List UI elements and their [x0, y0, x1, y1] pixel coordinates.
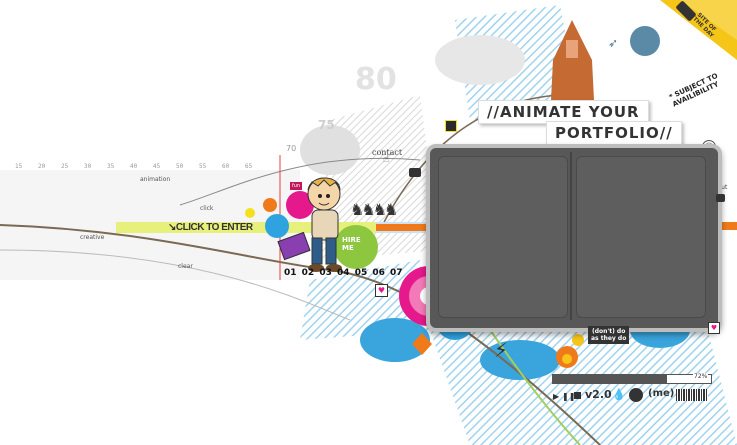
timeline-tick: 65 [245, 163, 253, 170]
quote-line2: as they do [591, 335, 627, 342]
play-button[interactable]: ▶ [553, 392, 560, 401]
horses-icon: ♞♞♞♞ [350, 200, 398, 219]
enter-label: CLICK TO ENTER [175, 222, 253, 233]
camera-icon [409, 168, 421, 177]
panel-left-page [438, 156, 568, 318]
label-creative: creative [80, 234, 105, 241]
bg-number-mid: 75 [318, 118, 335, 132]
quote-line1: (don't) do [591, 328, 626, 335]
curve-line-2 [379, 94, 561, 231]
portfolio-panel[interactable] [426, 144, 722, 332]
hire-me-button[interactable]: HIRE ME [342, 236, 361, 252]
timeline-tick: 50 [176, 163, 184, 170]
headline-line2: PORTFOLIO// [546, 121, 682, 145]
pause-button[interactable]: ❚❚ [562, 392, 576, 401]
camera-icon [716, 194, 725, 202]
bird-icon: ➶ [608, 36, 619, 50]
page-number-03[interactable]: 03 [319, 268, 332, 278]
curve-line-3 [179, 157, 421, 206]
version-label: v2.0 [585, 388, 612, 401]
flame-core [562, 354, 572, 364]
orange-diamond [412, 333, 432, 355]
panel-spine [570, 152, 572, 320]
character-illustration [300, 172, 352, 276]
grey-splat-2 [300, 125, 360, 175]
badge-inner [680, 0, 737, 40]
timeline-tick: 20 [38, 163, 46, 170]
flame-small [572, 334, 584, 346]
page-number-07[interactable]: 07 [390, 268, 403, 278]
settings-icon[interactable] [629, 388, 643, 402]
timeline-tick: 35 [107, 163, 115, 170]
heart-icon[interactable]: ♥ [375, 284, 388, 297]
enter-bar-orange [376, 224, 436, 231]
orange-bubble [263, 198, 277, 212]
label-click: click [200, 205, 214, 212]
pink-bubble [286, 191, 314, 219]
hand-pointer-icon: ☝ [383, 154, 390, 165]
bg-number-small: 70 [286, 144, 297, 153]
enter-bar-yellow [116, 222, 376, 233]
timeline-tick: 55 [199, 163, 207, 170]
blue-splat-1 [360, 318, 430, 362]
bg-number-big: 80 [355, 62, 397, 97]
progress-label: 72% [693, 373, 709, 380]
curve-line-4 [0, 249, 351, 321]
yellow-bubble [245, 208, 255, 218]
bike-icon: ⚡ [494, 338, 509, 362]
progress-fill [553, 375, 667, 383]
page-number-list: 01 02 03 04 05 06 07 [284, 268, 403, 278]
timeline-tick: 15 [15, 163, 23, 170]
progress-bar[interactable] [552, 374, 712, 384]
panel-right-page [576, 156, 706, 318]
box-icon [445, 120, 457, 132]
tower-window [566, 40, 578, 58]
fun-tag[interactable]: fun [290, 182, 303, 190]
click-to-enter-button[interactable]: ↘CLICK TO ENTER [168, 222, 253, 233]
grey-splat-1 [435, 35, 525, 85]
right-bar-orange [715, 222, 737, 230]
page-number-01[interactable]: 01 [284, 268, 297, 278]
heart-icon[interactable]: ♥ [708, 322, 720, 334]
timeline-tick: 30 [84, 163, 92, 170]
timeline-tick: 60 [222, 163, 230, 170]
headline-line1: //ANIMATE YOUR [478, 100, 649, 124]
barcode-icon [676, 389, 708, 401]
page-number-06[interactable]: 06 [372, 268, 385, 278]
timeline-tick: 45 [153, 163, 161, 170]
page-number-04[interactable]: 04 [337, 268, 350, 278]
label-animation: animation [140, 176, 171, 183]
arrow-down-right-icon: ↘ [168, 222, 176, 233]
nav-contact-link[interactable]: contact [372, 148, 403, 157]
stop-button[interactable] [574, 392, 581, 399]
blue-bubble [265, 214, 289, 238]
quote-bubble: (don't) do as they do [588, 326, 630, 344]
timeline-tick: 25 [61, 163, 69, 170]
label-clear: clear [178, 263, 193, 270]
tower-shape [550, 20, 595, 120]
flower-icon [630, 26, 660, 56]
me-link[interactable]: (me) [648, 388, 675, 399]
page-number-05[interactable]: 05 [354, 268, 368, 278]
hire-me-circle [334, 225, 378, 269]
timeline-tick: 40 [130, 163, 138, 170]
drop-icon[interactable]: 💧 [612, 388, 626, 401]
page-number-02[interactable]: 02 [301, 268, 315, 278]
blue-splat-2 [480, 340, 560, 380]
